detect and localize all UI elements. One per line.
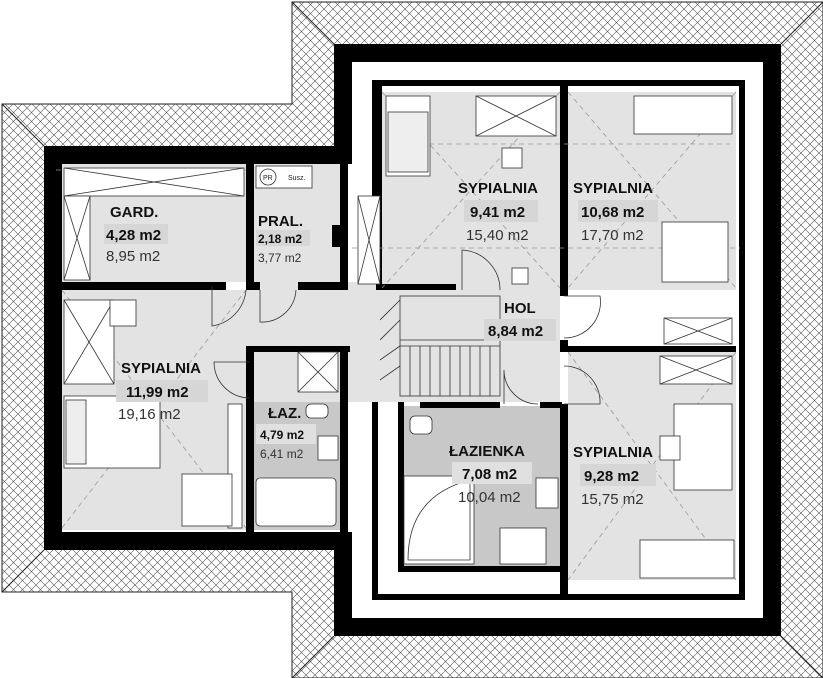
area-gross-bed-bottom-right: 15,75 m2 bbox=[581, 491, 644, 508]
area-net-bed-left: 11,99 m2 bbox=[126, 384, 189, 401]
dryer-label: Susz. bbox=[288, 175, 306, 182]
area-gross-laz-small: 6,41 m2 bbox=[260, 447, 304, 461]
room-name-bed-top-mid: SYPIALNIA bbox=[458, 180, 538, 197]
room-gard: GARD. 4,28 m2 8,95 m2 bbox=[104, 204, 168, 265]
area-net-lazienka: 7,08 m2 bbox=[462, 466, 517, 483]
chair-bottom-right bbox=[659, 435, 681, 461]
desk-top-right bbox=[661, 221, 729, 283]
room-laz-small: ŁAZ. 4,79 m2 6,41 m2 bbox=[256, 405, 316, 461]
chair-left bbox=[109, 299, 137, 327]
toilet-laz bbox=[305, 403, 329, 419]
room-name-laz-small: ŁAZ. bbox=[268, 405, 301, 422]
room-name-bed-bottom-right: SYPIALNIA bbox=[573, 444, 653, 461]
chair bbox=[501, 147, 523, 169]
bathtub-laz bbox=[255, 477, 337, 527]
room-hol: HOL 8,84 m2 bbox=[484, 300, 556, 341]
bed-top-right bbox=[633, 95, 733, 135]
area-net-bed-top-right: 10,68 m2 bbox=[581, 204, 644, 221]
room-name-gard: GARD. bbox=[110, 204, 158, 221]
area-net-gard: 4,28 m2 bbox=[106, 227, 161, 244]
room-bed-top-right: SYPIALNIA 10,68 m2 17,70 m2 bbox=[573, 180, 658, 244]
room-name-pral: PRAL. bbox=[258, 213, 303, 230]
cabinet-lazienka bbox=[499, 527, 547, 565]
area-gross-lazienka: 10,04 m2 bbox=[458, 489, 521, 506]
room-bed-bottom-right: SYPIALNIA 9,28 m2 15,75 m2 bbox=[573, 444, 656, 508]
stove bbox=[511, 267, 529, 285]
area-net-hol: 8,84 m2 bbox=[488, 323, 543, 340]
room-name-lazienka: ŁAZIENKA bbox=[449, 443, 525, 460]
area-gross-bed-top-right: 17,70 m2 bbox=[581, 227, 644, 244]
bed-bottom-right bbox=[639, 539, 735, 579]
staircase bbox=[379, 295, 501, 397]
interior-walls bbox=[62, 86, 736, 594]
washer-label: PR bbox=[263, 175, 273, 182]
desk-bottom-right bbox=[673, 403, 733, 491]
area-gross-gard: 8,95 m2 bbox=[106, 248, 160, 265]
sink-lazienka bbox=[535, 477, 559, 509]
room-lazienka: ŁAZIENKA 7,08 m2 10,04 m2 bbox=[449, 443, 532, 506]
area-net-bed-bottom-right: 9,28 m2 bbox=[584, 468, 639, 485]
area-net-laz-small: 4,79 m2 bbox=[260, 428, 304, 442]
area-net-pral: 2,18 m2 bbox=[258, 232, 302, 246]
door-swings bbox=[211, 249, 601, 405]
area-net-bed-top-mid: 9,41 m2 bbox=[470, 204, 525, 221]
toilet-lazienka bbox=[409, 415, 433, 435]
room-pral: PRAL. 2,18 m2 3,77 m2 PR Susz. bbox=[256, 175, 310, 265]
room-bed-left: SYPIALNIA 11,99 m2 19,16 m2 bbox=[116, 360, 208, 423]
room-bed-top-mid: SYPIALNIA 9,41 m2 15,40 m2 bbox=[458, 180, 538, 244]
area-gross-pral: 3,77 m2 bbox=[258, 251, 302, 265]
room-name-hol: HOL bbox=[504, 300, 536, 317]
sink-laz bbox=[317, 435, 339, 461]
desk-left bbox=[181, 473, 233, 527]
room-name-bed-left: SYPIALNIA bbox=[121, 360, 201, 377]
room-name-bed-top-right: SYPIALNIA bbox=[573, 180, 653, 197]
area-gross-bed-top-mid: 15,40 m2 bbox=[466, 227, 529, 244]
furniture bbox=[63, 95, 735, 579]
area-gross-bed-left: 19,16 m2 bbox=[118, 406, 181, 423]
